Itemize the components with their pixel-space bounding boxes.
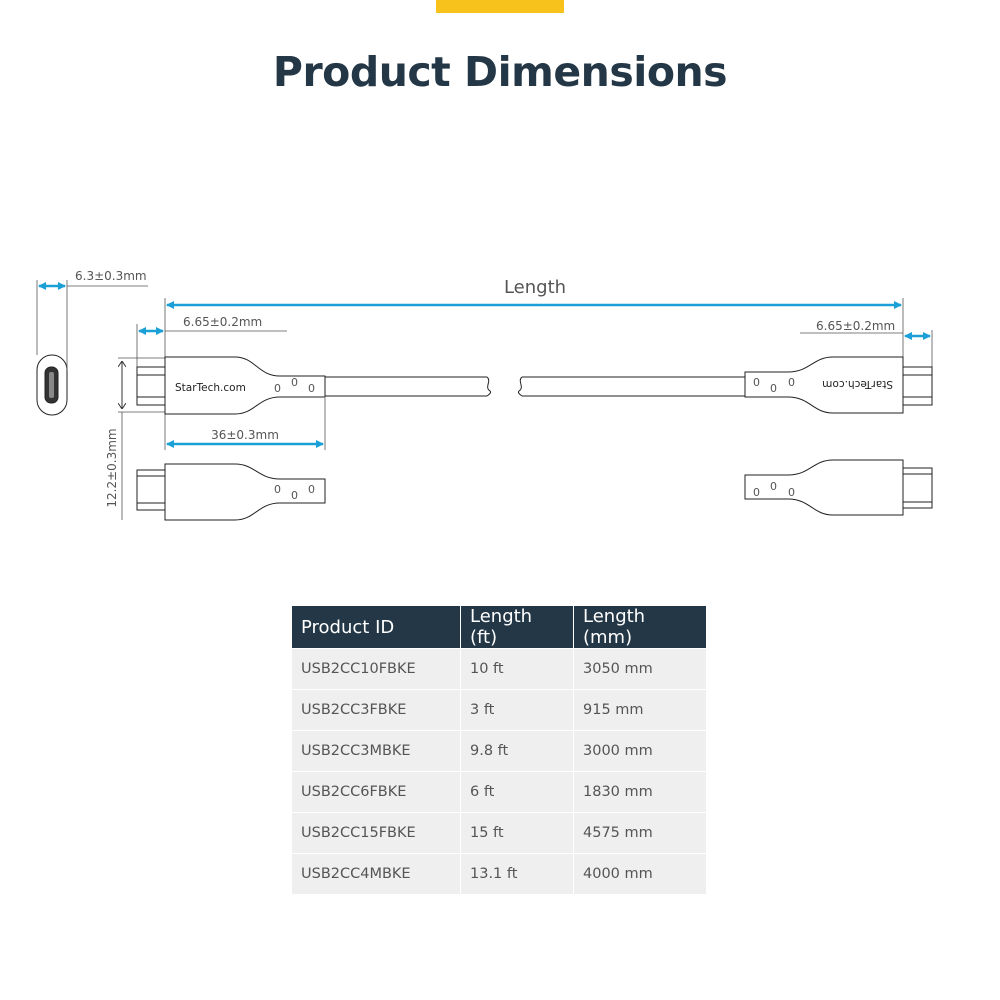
brand-logo-left: StarTech.com <box>175 382 246 394</box>
cell-product-id: USB2CC4MBKE <box>292 854 460 894</box>
table-header-row: Product ID Length (ft) Length (mm) <box>292 606 706 648</box>
cell-length-ft: 3 ft <box>461 690 573 730</box>
cell-length-ft: 6 ft <box>461 772 573 812</box>
svg-text:0: 0 <box>770 480 777 493</box>
connector-side-left <box>136 463 326 521</box>
svg-text:0: 0 <box>274 382 281 395</box>
column-header-length-mm: Length (mm) <box>574 606 706 648</box>
cell-product-id: USB2CC6FBKE <box>292 772 460 812</box>
svg-text:0: 0 <box>291 376 298 389</box>
height-label: 12.2±0.3mm <box>105 428 119 507</box>
cell-length-mm: 4000 mm <box>574 854 706 894</box>
svg-text:0: 0 <box>770 382 777 395</box>
brand-logo-right: StarTech.com <box>822 378 893 390</box>
cell-length-mm: 915 mm <box>574 690 706 730</box>
cell-product-id: USB2CC3MBKE <box>292 731 460 771</box>
cell-length-mm: 1830 mm <box>574 772 706 812</box>
front-width-label: 6.3±0.3mm <box>75 269 147 283</box>
svg-text:0: 0 <box>291 489 298 502</box>
column-header-length-ft: Length (ft) <box>461 606 573 648</box>
cable <box>325 376 745 397</box>
cell-length-ft: 15 ft <box>461 813 573 853</box>
svg-text:0: 0 <box>753 376 760 389</box>
svg-text:0: 0 <box>788 376 795 389</box>
connector-top-left <box>136 356 326 415</box>
connector-top-right <box>744 356 933 414</box>
cell-length-ft: 10 ft <box>461 649 573 689</box>
cell-length-ft: 13.1 ft <box>461 854 573 894</box>
cell-length-mm: 3000 mm <box>574 731 706 771</box>
svg-text:0: 0 <box>274 483 281 496</box>
accent-bar <box>436 0 564 13</box>
cell-product-id: USB2CC10FBKE <box>292 649 460 689</box>
svg-text:0: 0 <box>308 382 315 395</box>
svg-text:0: 0 <box>788 486 795 499</box>
page-title: Product Dimensions <box>272 48 728 96</box>
connector-front-view <box>36 354 68 416</box>
tip-right-label: 6.65±0.2mm <box>816 319 895 333</box>
cell-length-ft: 9.8 ft <box>461 731 573 771</box>
svg-text:0: 0 <box>753 486 760 499</box>
length-label: Length <box>504 277 566 298</box>
dimension-arrows <box>38 282 931 448</box>
cell-product-id: USB2CC15FBKE <box>292 813 460 853</box>
connector-side-right <box>744 459 933 516</box>
overmold-length-label: 36±0.3mm <box>211 428 279 442</box>
svg-text:0: 0 <box>308 483 315 496</box>
tip-left-label: 6.65±0.2mm <box>183 315 262 329</box>
cell-length-mm: 4575 mm <box>574 813 706 853</box>
column-header-product-id: Product ID <box>292 606 460 648</box>
extension-lines <box>36 280 933 520</box>
cell-length-mm: 3050 mm <box>574 649 706 689</box>
product-length-table: Product ID Length (ft) Length (mm) USB2C… <box>291 605 707 895</box>
cell-product-id: USB2CC3FBKE <box>292 690 460 730</box>
